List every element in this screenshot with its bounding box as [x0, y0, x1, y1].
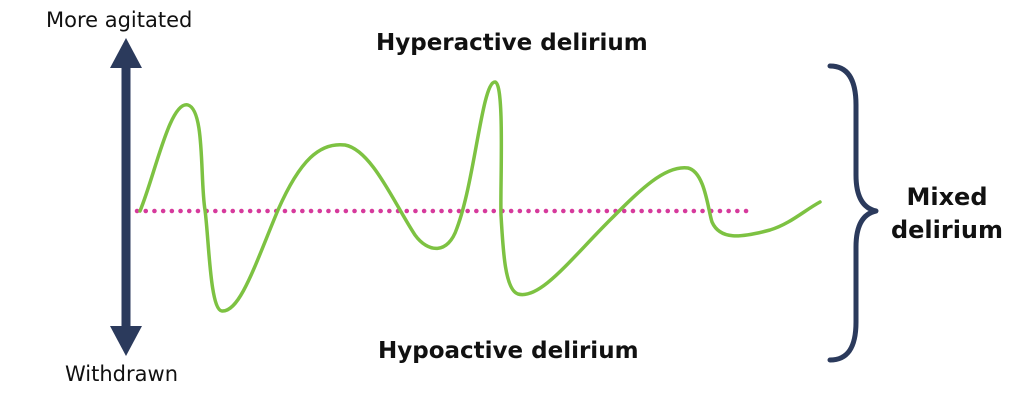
- mixed-label-line1: Mixed: [906, 183, 988, 211]
- axis-top-label: More agitated: [46, 8, 193, 32]
- mixed-delirium-label: Mixed delirium: [882, 181, 1012, 247]
- fluctuation-wave: [138, 80, 822, 313]
- mixed-brace: [827, 63, 879, 363]
- agitation-axis-arrow: [110, 38, 142, 356]
- axis-arrowhead-up: [110, 38, 142, 68]
- axis-bottom-label: Withdrawn: [65, 362, 178, 386]
- hyperactive-delirium-label: Hyperactive delirium: [376, 30, 648, 56]
- hypoactive-delirium-label: Hypoactive delirium: [378, 338, 639, 364]
- mixed-label-line2: delirium: [890, 216, 1004, 244]
- axis-arrowhead-down: [110, 326, 142, 356]
